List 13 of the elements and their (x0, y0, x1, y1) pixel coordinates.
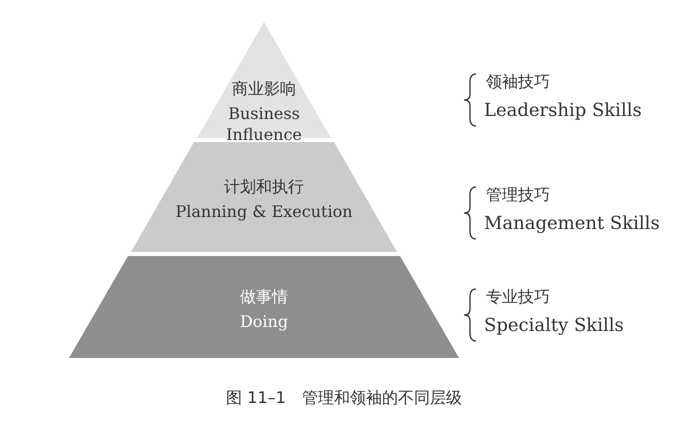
skill-label-chinese: 专业技巧 (486, 287, 550, 308)
layer-title: 做事情 (240, 286, 288, 307)
skill-label: Leadership Skills (484, 100, 642, 121)
skill-label: Specialty Skills (484, 315, 624, 336)
skill-label: Management Skills (484, 213, 660, 234)
layer-subtitle: Planning & Execution (175, 201, 353, 222)
skill-label-chinese: 管理技巧 (486, 185, 550, 206)
layer-title: 商业影响 (232, 78, 296, 99)
figure-caption: 图 11–1 管理和领袖的不同层级 (225, 388, 463, 409)
layer-subtitle: Doing (240, 311, 288, 332)
layer-title: 计划和执行 (224, 176, 304, 197)
layer-subtitle: Business Influence (225, 103, 303, 145)
skill-label-chinese: 领袖技巧 (486, 72, 550, 93)
